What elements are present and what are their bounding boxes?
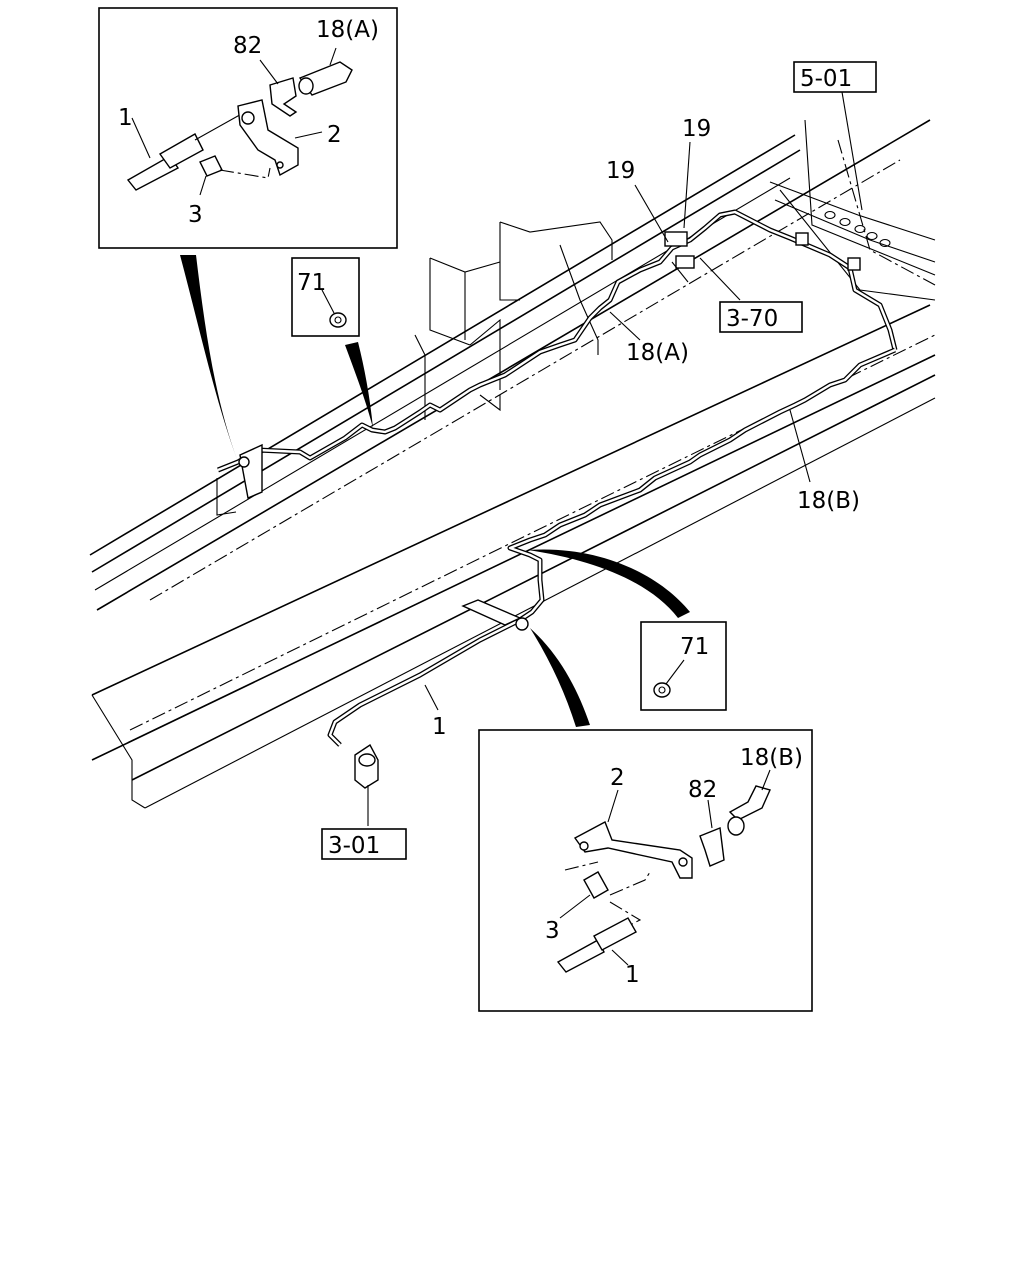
frame-bracket-rear-left [238,443,263,499]
grommet-lower-label: 71 [680,634,709,660]
grommet-box-lower: 71 [640,621,727,711]
leaders [367,91,863,826]
ref-3-70-label: 3-70 [726,306,778,332]
clip-rear-right [795,232,861,271]
label-1: 1 [432,714,447,740]
label-19-upper: 19 [682,116,711,142]
callout-curves [180,255,690,727]
inset-bottom-label-3: 3 [545,918,560,944]
frame-bracket-front [461,599,529,631]
grommet-upper-label: 71 [297,270,326,296]
label-19-lower: 19 [606,158,635,184]
inset-top-label-2: 2 [327,122,342,148]
inset-top: 82 18(A) 1 2 3 [98,7,398,249]
inset-top-label-18a: 18(A) [316,17,379,43]
ref-5-01-label: 5-01 [800,66,852,92]
brake-pipe-18b [507,347,896,623]
label-18b: 18(B) [797,488,860,514]
ref-3-01-label: 3-01 [328,833,380,859]
inset-bottom-label-2: 2 [610,765,625,791]
inset-top-label-3: 3 [188,202,203,228]
brake-pipe-1 [327,617,522,747]
inset-top-label-1: 1 [118,105,133,131]
inset-bottom-label-82: 82 [688,777,717,803]
inset-bottom-label-1: 1 [625,962,640,988]
inset-top-label-82: 82 [233,33,262,59]
connector-19-pair [664,231,695,283]
grommet-box-upper: 71 [291,257,360,337]
inset-bottom-label-18b: 18(B) [740,745,803,771]
ref-box-3-70: 3-70 [719,301,803,333]
ref-box-3-01: 3-01 [321,828,407,860]
wheel-cylinder [354,743,379,789]
inset-bottom: 2 82 18(B) 3 1 [478,729,813,1012]
brake-pipe-18a [217,209,898,473]
ref-box-5-01: 5-01 [793,61,877,93]
label-18a: 18(A) [626,340,689,366]
